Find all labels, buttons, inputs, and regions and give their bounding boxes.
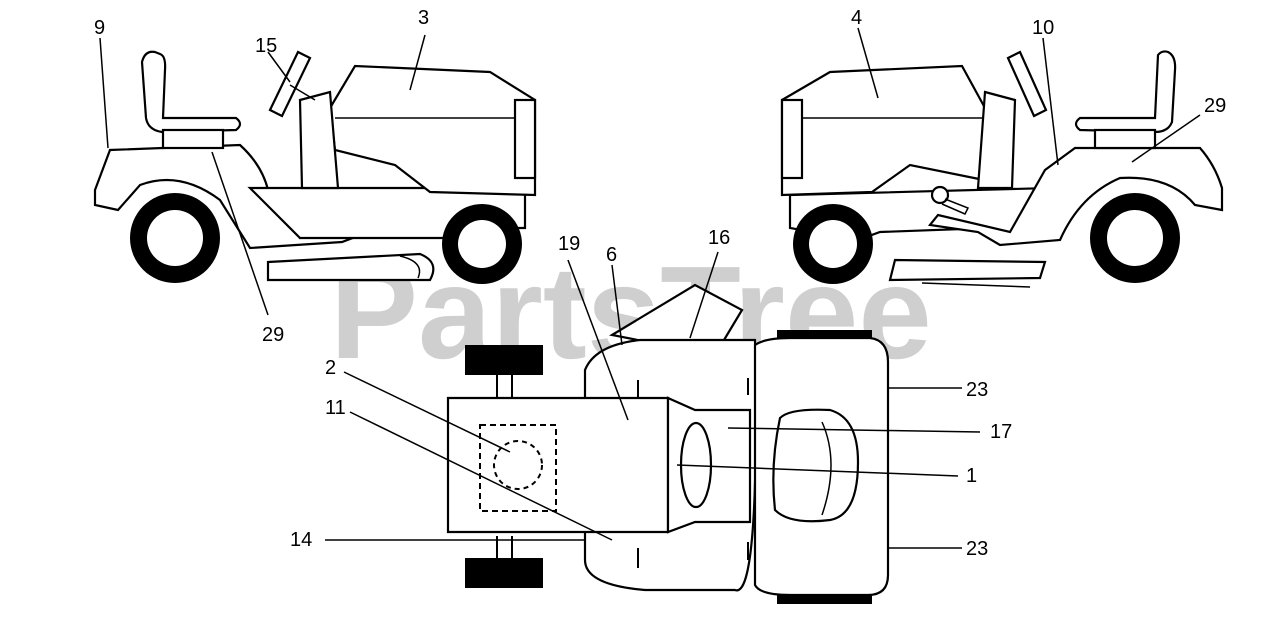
callout-16: 16 [708,227,730,249]
callout-23-lower: 23 [966,538,988,560]
left-seat [140,50,242,134]
callout-17: 17 [990,421,1012,443]
callout-19: 19 [558,233,580,255]
right-mower-deck [888,258,1047,282]
callout-23-upper: 23 [966,379,988,401]
callout-4: 4 [851,7,862,29]
callout-29-right: 29 [1204,95,1226,117]
callout-3: 3 [418,7,429,29]
left-grille [513,98,537,180]
top-seat [772,408,860,523]
right-grille [780,98,804,180]
left-steering-wheel [268,50,312,118]
left-hood [328,64,537,197]
callout-11: 11 [325,397,346,419]
right-rear-fender [927,146,1224,247]
left-mower-deck [266,252,435,282]
tractor-top-view [446,283,890,604]
callout-6: 6 [606,244,617,266]
leader-lines [99,27,1201,549]
callout-10: 10 [1032,17,1054,39]
top-front-wheel-upper [465,345,543,375]
left-tractor-side-view [93,50,537,284]
callout-15: 15 [255,35,277,57]
callout-29-left: 29 [262,324,284,346]
callout-1: 1 [966,465,977,487]
callout-9: 9 [94,17,105,39]
right-lever-knob [930,185,950,205]
right-steering-wheel [1006,50,1048,118]
left-dash [298,90,340,190]
right-dash [976,90,1017,190]
callout-2: 2 [325,357,336,379]
callout-labels: 9 15 3 29 4 10 29 19 6 16 2 11 14 23 17 … [94,7,1226,560]
callout-14: 14 [290,529,312,551]
left-rear-fender [93,143,398,250]
top-engine-outline [479,424,557,512]
right-hood [780,64,987,197]
right-seat [1074,50,1177,134]
right-tractor-side-view [780,50,1224,288]
top-front-wheel-lower [465,558,543,588]
